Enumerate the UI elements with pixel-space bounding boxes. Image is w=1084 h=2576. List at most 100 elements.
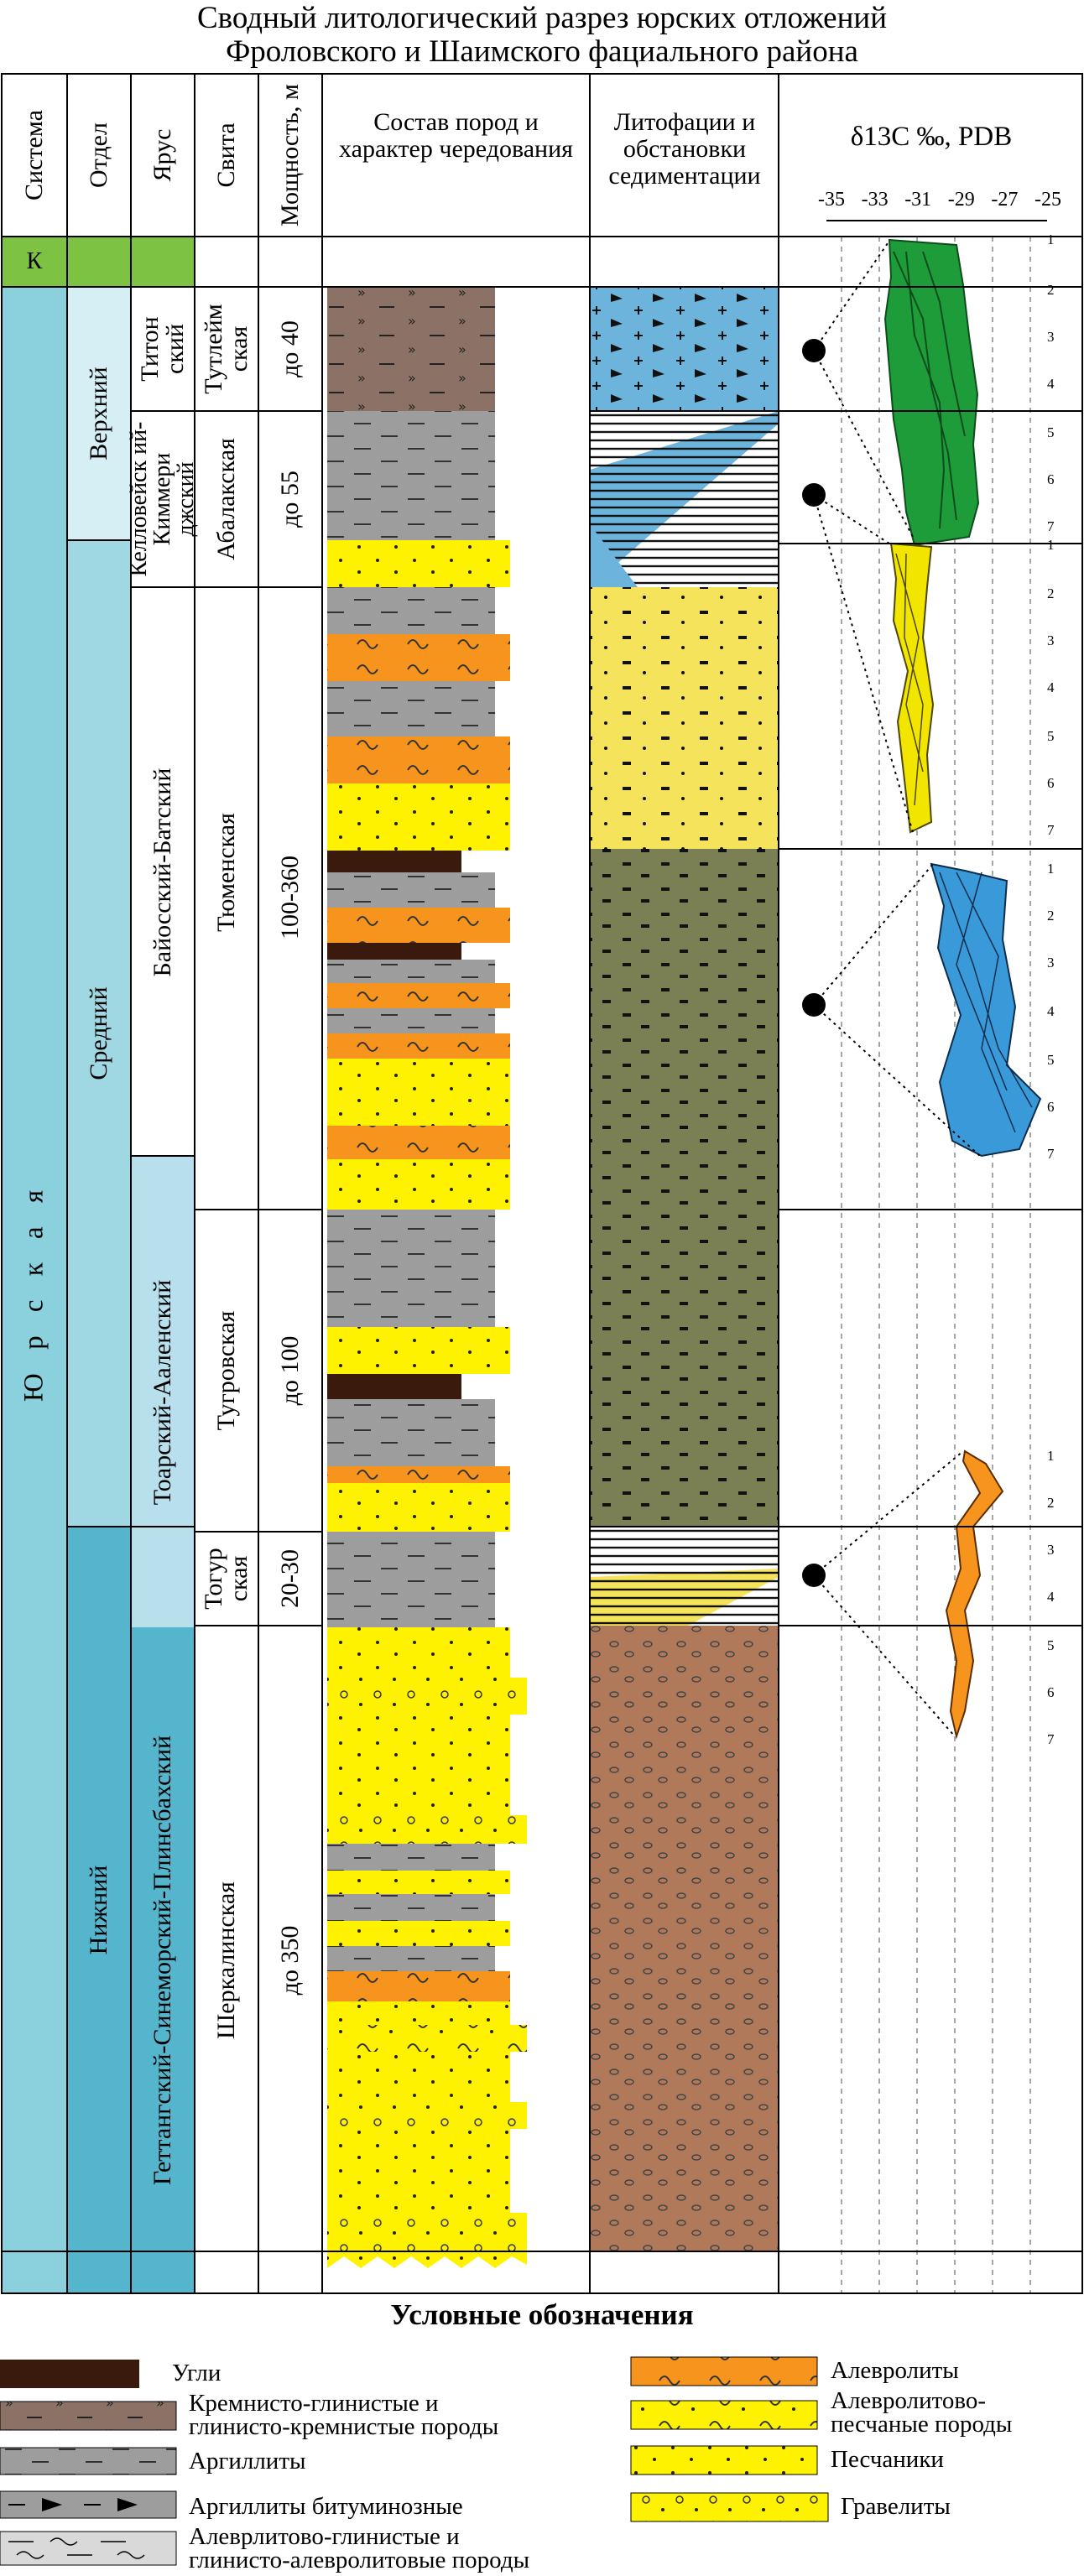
sample-number: 5: [1047, 424, 1055, 440]
formation-tugrov-label: Тугровская: [212, 1310, 240, 1431]
stage-callovian-kimmeridgian-label: Келловейск ий-Киммери джский: [126, 421, 199, 577]
sample-number: 1: [1047, 1448, 1055, 1464]
sample-number: 3: [1047, 1542, 1055, 1558]
division-lower-label: Нижний: [85, 1865, 112, 1955]
cretaceous-division-cell: [67, 237, 131, 287]
sample-number: 5: [1047, 728, 1055, 744]
cretaceous-system-cell: [2, 237, 67, 287]
figure-title-line-2: Фроловского и Шаимского фациального райо…: [226, 34, 858, 69]
sample-number: 2: [1047, 908, 1055, 924]
formation-tutleim-label: Тутлейм ская: [200, 304, 253, 394]
header-system: Система: [20, 110, 48, 200]
thickness-sherkalin: до 350: [276, 1925, 304, 1996]
legend-siliceous-label-1: Кремнисто-глинистые и: [189, 2390, 439, 2417]
sample-number: 3: [1047, 632, 1055, 648]
legend-bituminous-label: Аргиллиты битуминозные: [189, 2493, 463, 2520]
sample-dot: [802, 339, 826, 362]
sample-dot: [802, 483, 826, 507]
legend-silt-sand-label-1: Алевролитово-: [831, 2387, 987, 2414]
formation-abalak-label: Абалакская: [212, 438, 240, 560]
lower-division-band: [67, 1527, 131, 2293]
isotope-tick: -35: [818, 189, 845, 211]
sample-dot: [802, 993, 826, 1017]
lithology-column: [327, 287, 527, 2268]
sample-connectors: [813, 242, 981, 1737]
isotope-curve-yellow: [889, 542, 935, 834]
sample-number: 5: [1047, 1637, 1055, 1653]
sample-number: 6: [1047, 775, 1055, 791]
isotope-curve-blue: [930, 862, 1042, 1158]
legend-clay-silt-label-1: Алеврлитово-глинистые и: [189, 2523, 460, 2550]
division-middle-label: Средний: [85, 986, 112, 1080]
cretaceous-stage-cell: [131, 237, 195, 287]
sample-number: 4: [1047, 679, 1055, 695]
header-lithofacies: Литофации и обстановки седиментации: [608, 108, 761, 190]
sample-number: 7: [1047, 822, 1055, 838]
stage-toarcian-aalenian-label: Тоарский-Ааленский: [149, 1279, 176, 1506]
thickness-tugrov: до 100: [276, 1335, 304, 1406]
legend-siltstone-label: Алевролиты: [831, 2357, 959, 2384]
thickness-tutleim: до 40: [276, 320, 304, 377]
sample-number: 7: [1047, 1146, 1055, 1162]
thickness-togur: 20-30: [276, 1549, 304, 1608]
sample-number: 3: [1047, 329, 1055, 345]
header-composition: Состав пород и характер чередования: [339, 108, 573, 163]
sample-number: 6: [1047, 1684, 1055, 1700]
hettangian-pliensbachian-stage-band: [131, 1627, 195, 2293]
isotope-tick: -29: [947, 189, 975, 211]
sample-number: 7: [1047, 518, 1055, 534]
sample-number: 3: [1047, 955, 1055, 971]
sample-number: 5: [1047, 1052, 1055, 1068]
sample-number: 2: [1047, 1495, 1055, 1511]
legend-silt-sand-label-2: песчаные породы: [831, 2411, 1013, 2438]
upper-division-band: [67, 287, 131, 540]
sample-number: 4: [1047, 1003, 1055, 1019]
sample-number: 6: [1047, 1099, 1055, 1115]
isotope-tick: -33: [861, 189, 889, 211]
sample-number: 1: [1047, 232, 1055, 247]
isotope-curve-orange: [945, 1449, 1004, 1740]
thickness-tyumen: 100-360: [276, 856, 304, 939]
sample-number: 4: [1047, 376, 1055, 392]
sample-number: 1: [1047, 861, 1055, 877]
isotope-axis-ticks: -35 -33 -31 -29 -27 -25: [818, 189, 1061, 211]
table-grid: [1, 73, 1083, 2294]
sample-number: 2: [1047, 585, 1055, 601]
system-jurassic-label: Ю р с к а я: [18, 1181, 50, 1402]
isotope-curve-green: [883, 238, 980, 547]
header-formation: Свита: [212, 122, 240, 188]
isotope-tick: -27: [991, 189, 1019, 211]
jurassic-system-band: [2, 287, 67, 2293]
formation-togur-label: Тогур ская: [200, 1548, 253, 1610]
header-stage: Ярус: [149, 128, 176, 182]
legend-siliceous-label-2: глинисто-кремнистые породы: [189, 2413, 499, 2440]
legend-gravelite-label: Гравелиты: [841, 2493, 951, 2520]
legend-argillite-label: Аргиллиты: [189, 2448, 306, 2475]
stage-hettangian-pliensbachian-label: Геттангский-Синеморский-Плинсбахский: [149, 1735, 176, 2186]
figure-title-line-1: Сводный литологический разрез юрских отл…: [196, 1, 888, 35]
isotope-gridlines: [841, 237, 1031, 2293]
legend-clay-silt-label-2: глинисто-алевролитовые породы: [189, 2547, 530, 2573]
middle-division-band: [67, 540, 131, 1527]
header-thickness: Мощность, м: [276, 84, 304, 226]
stage-bajocian-bathonian-label: Байосский-Батский: [149, 768, 176, 977]
isotope-tick: -31: [904, 189, 932, 211]
stage-tithonian-label: Титон ский: [136, 316, 189, 382]
division-upper-label: Верхний: [85, 367, 112, 461]
legend-coal-label: Угли: [172, 2360, 221, 2386]
formation-tyumen-label: Тюменская: [212, 813, 240, 932]
toarcian-aalenian-stage-band: [131, 1156, 195, 1627]
sample-number: 1: [1047, 537, 1055, 553]
formation-sherkalin-label: Шеркалинская: [212, 1881, 240, 2039]
lithofacies-column: [590, 287, 779, 2251]
system-cretaceous-label: К: [26, 248, 43, 274]
sample-number: 4: [1047, 1589, 1055, 1605]
isotope-tick: -25: [1034, 189, 1061, 211]
header-division: Отдел: [85, 122, 112, 188]
sample-number: 7: [1047, 1731, 1055, 1747]
legend-sandstone-label: Песчаники: [831, 2446, 944, 2473]
sample-dot: [802, 1564, 826, 1587]
legend-title: Условные обозначения: [390, 2298, 694, 2331]
